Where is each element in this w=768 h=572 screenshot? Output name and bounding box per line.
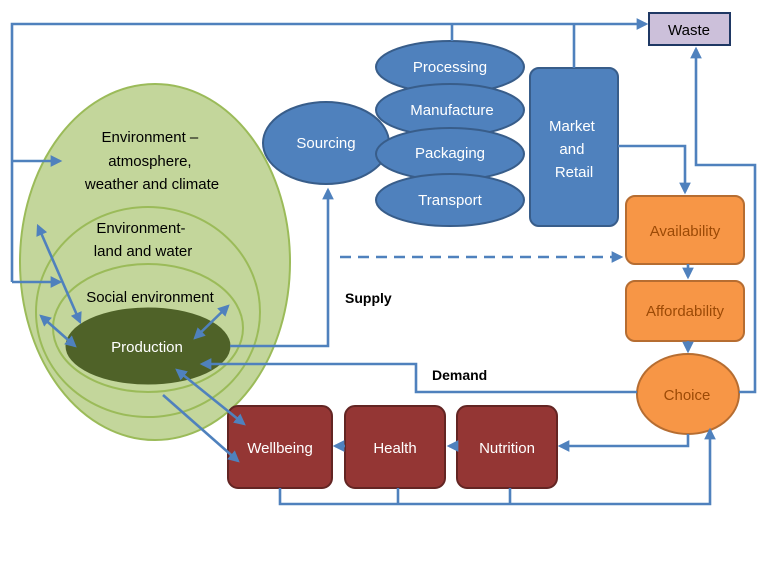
processing-label: Processing: [413, 59, 487, 76]
supply-label: Supply: [345, 290, 392, 306]
arrow-env-wellbeing: [162, 394, 240, 463]
availability-label: Availability: [650, 223, 721, 240]
arrow-market-to-availability: [618, 144, 691, 195]
availability-node: [625, 195, 745, 265]
arrow-choice-to-nutrition: [557, 434, 690, 452]
health-label: Health: [373, 440, 416, 457]
affordability-node: [625, 280, 745, 342]
social-environment-label: Social environment: [86, 289, 214, 306]
waste-node: [648, 12, 731, 46]
transport-label: Transport: [418, 192, 482, 209]
waste-label: Waste: [668, 22, 710, 39]
arrow-production-atmosphere: [36, 223, 82, 325]
arrow-production-social: [39, 314, 77, 348]
arrow-demand-to-production: [199, 358, 637, 394]
packaging-label: Packaging: [415, 145, 485, 162]
sourcing-label: Sourcing: [296, 135, 355, 152]
environment-land-label: Environment- land and water: [94, 220, 192, 260]
arrow-bottom-loop: [278, 427, 716, 506]
nutrition-label: Nutrition: [479, 440, 535, 457]
arrow-production-to-sourcing: [230, 187, 334, 348]
demand-label: Demand: [432, 367, 487, 383]
environment-atmosphere-label: Environment – atmosphere, weather and cl…: [84, 129, 219, 193]
production-label: Production: [111, 339, 183, 356]
arrow-production-land: [193, 304, 230, 340]
wellbeing-label: Wellbeing: [247, 440, 313, 457]
connectors: [10, 18, 757, 506]
arrow-choice-to-waste: [690, 46, 757, 394]
market-retail-label: Market and Retail: [549, 118, 599, 181]
arrow-top-to-waste: [10, 18, 649, 282]
affordability-label: Affordability: [646, 303, 725, 320]
arrow-production-wellbeing: [175, 368, 246, 426]
transport-node: [375, 173, 525, 227]
choice-label: Choice: [664, 387, 711, 404]
manufacture-label: Manufacture: [410, 102, 493, 119]
